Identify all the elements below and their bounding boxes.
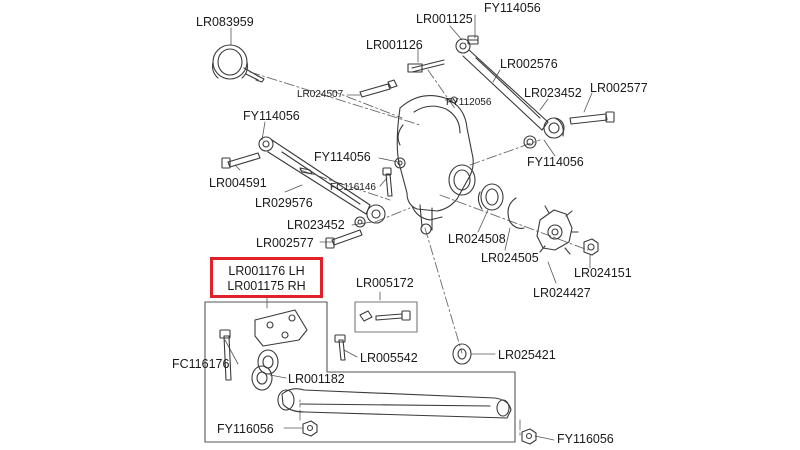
label-lr002576: LR002576: [500, 57, 558, 71]
highlighted-part-callout: LR001176 LH LR001175 RH: [210, 257, 323, 298]
label-lr023452-left: LR023452: [287, 218, 345, 232]
label-lr001126: LR001126: [366, 38, 423, 52]
knuckle-hub-carrier: [396, 95, 476, 235]
lr024508-bearing: [477, 183, 504, 211]
lower-arm-assembly: [204, 301, 516, 443]
label-lr029576: LR029576: [255, 196, 313, 210]
label-lr024505: LR024505: [481, 251, 539, 265]
lr004591-bolt: [221, 152, 261, 169]
lr029576-arm: [258, 136, 386, 224]
leader-lines: [224, 14, 593, 441]
label-lr005172: LR005172: [356, 276, 414, 290]
label-fc116176: FC116176: [172, 357, 230, 371]
label-lr024151: LR024151: [574, 266, 632, 280]
lr005172-kit: [354, 301, 418, 333]
label-lr005542: LR005542: [360, 351, 418, 365]
mid-fasteners: [325, 157, 406, 249]
label-fy112056: FY112056: [446, 97, 492, 108]
label-lr004591: LR004591: [209, 176, 267, 190]
label-fy114056-right: FY114056: [527, 155, 584, 169]
lr024151-nut: [583, 238, 599, 256]
highlight-line-lh: LR001176 LH: [228, 264, 305, 278]
lr024427-hub: [536, 205, 579, 255]
label-fc116146: FC116146: [330, 182, 376, 193]
lr002576-upper-arm: [455, 38, 565, 139]
label-lr024427: LR024427: [533, 286, 591, 300]
label-lr024508: LR024508: [448, 232, 506, 246]
label-fy114056-mid: FY114056: [314, 150, 371, 164]
label-lr083959: LR083959: [196, 15, 254, 29]
label-lr025421: LR025421: [498, 348, 556, 362]
label-fy114056-top: FY114056: [484, 1, 541, 15]
label-lr023452-right: LR023452: [524, 86, 582, 100]
label-lr024507: LR024507: [297, 89, 344, 100]
top-fasteners: [359, 35, 615, 149]
lr024505-circlip: [507, 197, 525, 229]
label-fy114056-left: FY114056: [243, 109, 300, 123]
label-fy116056-right: FY116056: [557, 432, 614, 446]
label-lr002577-left: LR002577: [256, 236, 314, 250]
lr083959-bushing: [212, 44, 265, 83]
label-lr001182: LR001182: [288, 372, 345, 386]
lr025421-bushing: [452, 343, 472, 365]
label-lr001125: LR001125: [416, 12, 473, 26]
assembly-centerlines: [249, 69, 589, 436]
label-lr002577-right: LR002577: [590, 81, 648, 95]
label-fy116056-left: FY116056: [217, 422, 274, 436]
highlight-line-rh: LR001175 RH: [227, 279, 306, 293]
fy116056-right-nut: [521, 428, 537, 445]
